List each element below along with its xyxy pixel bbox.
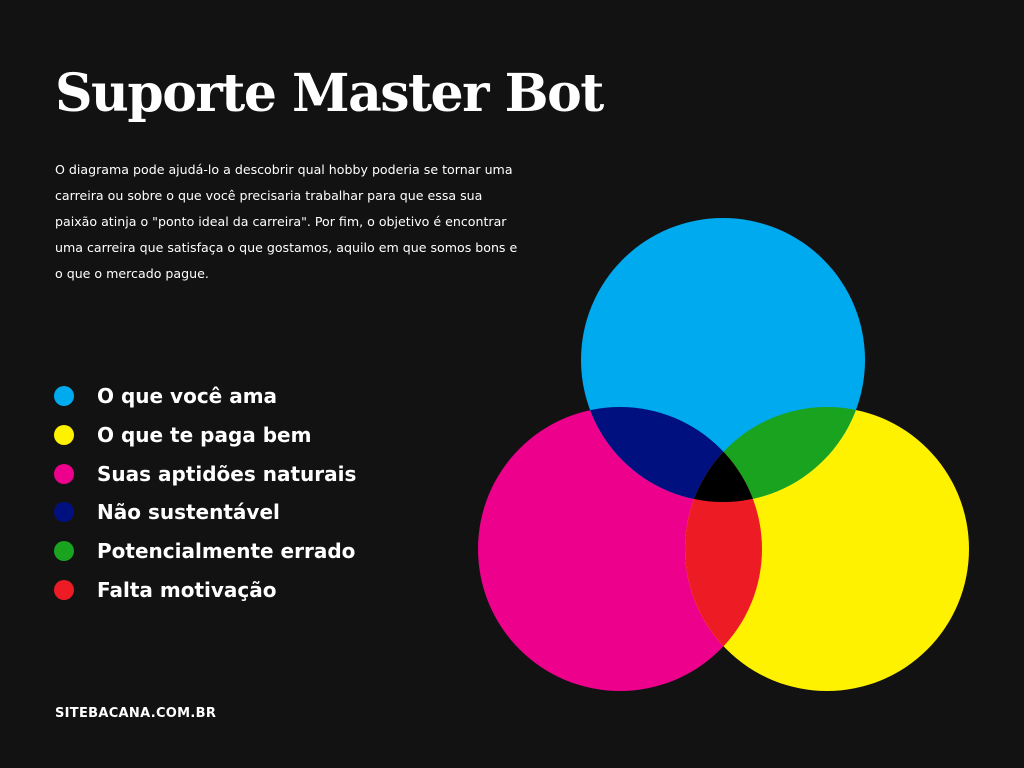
page-title: Suporte Master Bot [55,63,604,124]
legend-label: O que te paga bem [97,423,312,448]
legend-item-pays-well: O que te paga bem [54,416,356,455]
legend-dot [54,386,74,407]
legend-dot [54,425,74,446]
legend-label: Potencialmente errado [97,539,356,564]
legend-item-not-sustainable: Não sustentável [54,493,356,532]
legend-item-potentially-wrong: Potencialmente errado [54,532,356,571]
legend-item-love: O que você ama [54,377,356,416]
legend-dot [54,579,74,600]
venn-overlap-top-left [581,407,762,502]
legend-item-natural-skills: Suas aptidões naturais [54,454,356,493]
legend-dot [54,502,74,523]
legend-dot [54,541,74,562]
legend: O que você ama O que te paga bem Suas ap… [54,377,356,609]
footer-site-url: SITEBACANA.COM.BR [55,706,217,721]
legend-label: Suas aptidões naturais [97,461,357,486]
venn-overlap-top-right [685,407,865,502]
legend-label: O que você ama [97,384,278,409]
legend-label: Não sustentável [97,500,280,525]
legend-dot [54,463,74,484]
legend-item-lacks-motivation: Falta motivação [54,570,356,609]
description-text: O diagrama pode ajudá-lo a descobrir qua… [55,162,518,281]
legend-label: Falta motivação [97,577,277,602]
